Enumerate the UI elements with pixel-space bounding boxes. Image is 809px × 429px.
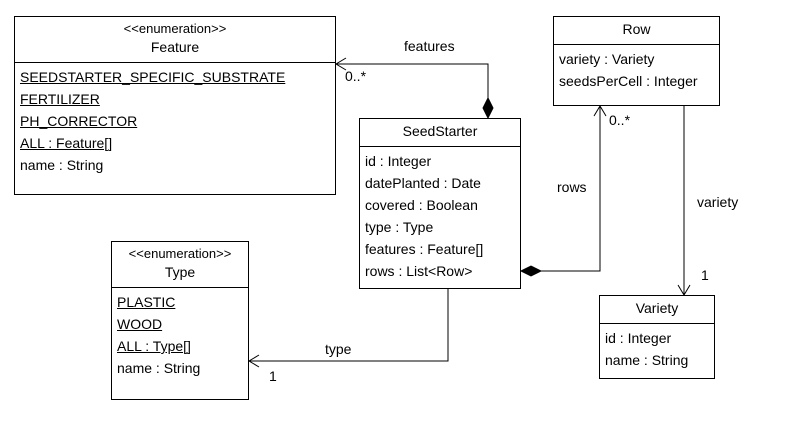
feature-literal: FERTILIZER [20, 91, 100, 107]
features-association [335, 57, 494, 120]
seedstarter-attribute: datePlanted : Date [365, 175, 481, 191]
row-class-header: Row [554, 17, 719, 45]
type-attribute: name : String [117, 360, 201, 376]
feature-class-header: <<enumeration>> Feature [15, 17, 335, 63]
variety-attributes: id : Integer name : String [600, 324, 714, 374]
seedstarter-attribute: rows : List<Row> [365, 263, 473, 279]
type-role-label: type [325, 341, 352, 357]
rows-role-label: rows [557, 179, 587, 195]
feature-class[interactable]: <<enumeration>> Feature SEEDSTARTER_SPEC… [14, 16, 336, 195]
seedstarter-attributes: id : Integer datePlanted : Date covered … [360, 147, 520, 285]
rows-arrowhead [593, 105, 607, 117]
row-class-name: Row [622, 21, 651, 37]
variety-attribute: name : String [605, 352, 689, 368]
variety-role-label: variety [697, 194, 739, 210]
variety-class-name: Variety [635, 300, 679, 316]
type-attributes: PLASTIC WOOD ALL : Type[] name : String [112, 288, 248, 382]
row-attribute: variety : Variety [559, 51, 655, 67]
features-multiplicity-label: 0..* [345, 68, 367, 84]
variety-class-header: Variety [600, 296, 714, 324]
type-class-header: <<enumeration>> Type [112, 242, 248, 288]
features-composition-diamond [482, 96, 494, 120]
type-class-name: Type [164, 264, 196, 280]
type-stereotype: <<enumeration>> [128, 246, 232, 261]
feature-attribute: name : String [20, 157, 104, 173]
seedstarter-attribute: features : Feature[] [365, 241, 484, 257]
seedstarter-class[interactable]: SeedStarter id : Integer datePlanted : D… [359, 118, 521, 289]
type-association [248, 289, 449, 368]
row-attributes: variety : Variety seedsPerCell : Integer [554, 45, 719, 95]
type-literal: WOOD [117, 316, 163, 332]
rows-composition-diamond [519, 265, 543, 277]
seedstarter-class-name: SeedStarter [402, 123, 478, 139]
feature-literal: ALL : Feature[] [20, 135, 113, 151]
feature-class-name: Feature [150, 39, 200, 55]
type-literal: PLASTIC [117, 294, 176, 310]
seedstarter-attribute: id : Integer [365, 153, 432, 169]
variety-attribute: id : Integer [605, 330, 672, 346]
type-arrowhead [248, 354, 260, 368]
row-attribute: seedsPerCell : Integer [559, 73, 698, 89]
rows-association [519, 105, 607, 277]
type-literal: ALL : Type[] [117, 338, 191, 354]
variety-class[interactable]: Variety id : Integer name : String [599, 295, 715, 379]
rows-multiplicity-label: 0..* [609, 112, 631, 128]
variety-multiplicity-label: 1 [701, 267, 709, 283]
feature-literal: PH_CORRECTOR [20, 113, 138, 129]
seedstarter-attribute: covered : Boolean [365, 197, 478, 213]
type-multiplicity-label: 1 [269, 368, 277, 384]
feature-literal: SEEDSTARTER_SPECIFIC_SUBSTRATE [20, 69, 286, 85]
features-role-label: features [404, 38, 455, 54]
features-arrowhead [335, 57, 347, 71]
row-class[interactable]: Row variety : Variety seedsPerCell : Int… [553, 16, 720, 106]
seedstarter-class-header: SeedStarter [360, 119, 520, 147]
feature-stereotype: <<enumeration>> [123, 21, 227, 36]
variety-association [677, 106, 691, 296]
feature-attributes: SEEDSTARTER_SPECIFIC_SUBSTRATE FERTILIZE… [15, 63, 335, 179]
seedstarter-attribute: type : Type [365, 219, 434, 235]
type-class[interactable]: <<enumeration>> Type PLASTIC WOOD ALL : … [111, 241, 249, 400]
